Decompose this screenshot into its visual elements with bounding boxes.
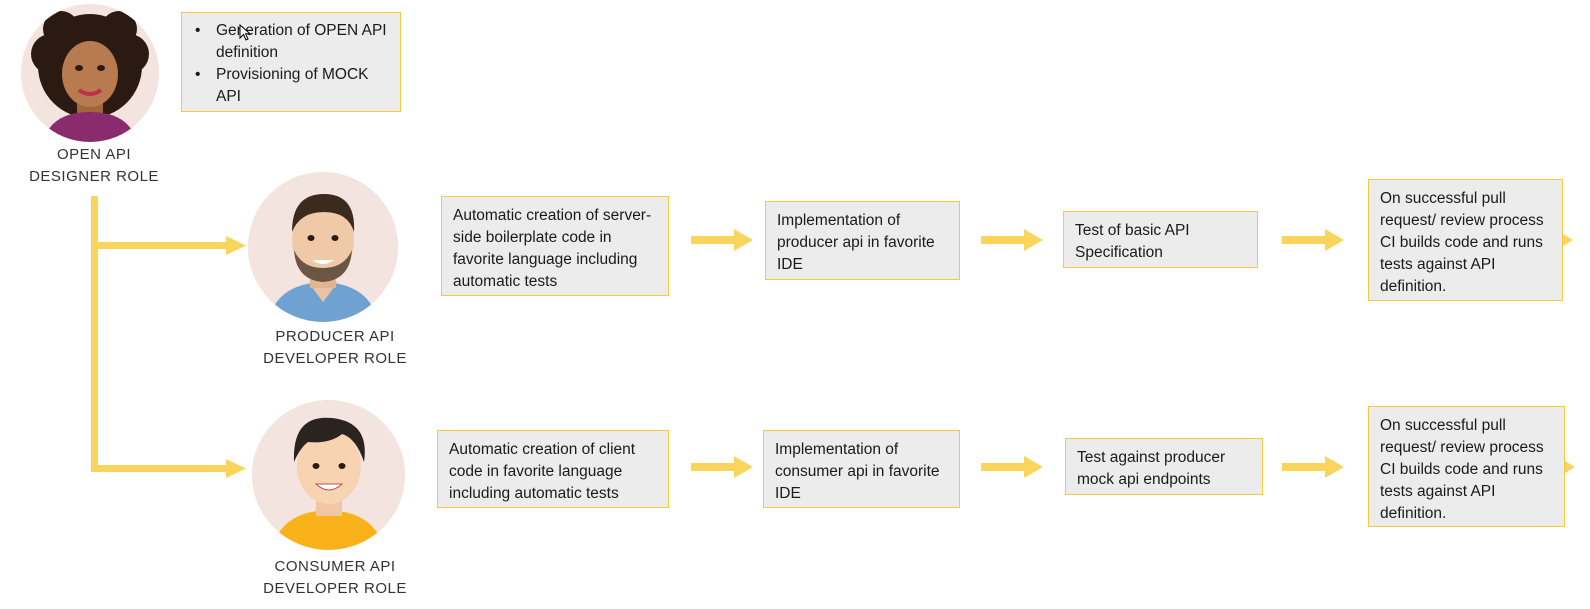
arrow-icon [981,456,1043,478]
consumer-role-label: CONSUMER API DEVELOPER ROLE [263,558,407,597]
producer-step-1-box: Automatic creation of server-side boiler… [441,196,669,296]
producer-step-2-box: Implementation of producer api in favori… [765,201,960,280]
arrow-icon [1282,229,1344,251]
designer-tasks-box: Generation of OPEN API definition Provis… [181,12,401,112]
consumer-step-1-box: Automatic creation of client code in fav… [437,430,669,508]
producer-step-4-box: On successful pull request/ review proce… [1368,179,1563,301]
consumer-step-3-box: Test against producer mock api endpoints [1065,438,1263,495]
consumer-step-4-box: On successful pull request/ review proce… [1368,406,1565,527]
arrow-icon [1565,461,1575,473]
arrow-icon [691,229,753,251]
arrow-icon [1282,456,1344,478]
arrow-icon [1563,234,1573,246]
designer-role-label: OPEN API DESIGNER ROLE [29,146,159,185]
arrow-icon [981,229,1043,251]
producer-role-label: PRODUCER API DEVELOPER ROLE [263,328,407,367]
designer-task-item: Provisioning of MOCK API [195,64,389,108]
producer-avatar [248,172,398,322]
arrow-icon [691,456,753,478]
mouse-cursor-icon [239,24,251,41]
consumer-avatar [252,400,405,550]
consumer-step-2-box: Implementation of consumer api in favori… [763,430,960,508]
producer-step-3-box: Test of basic API Specification [1063,211,1258,268]
designer-avatar [21,4,159,142]
designer-task-item: Generation of OPEN API definition [195,20,389,64]
